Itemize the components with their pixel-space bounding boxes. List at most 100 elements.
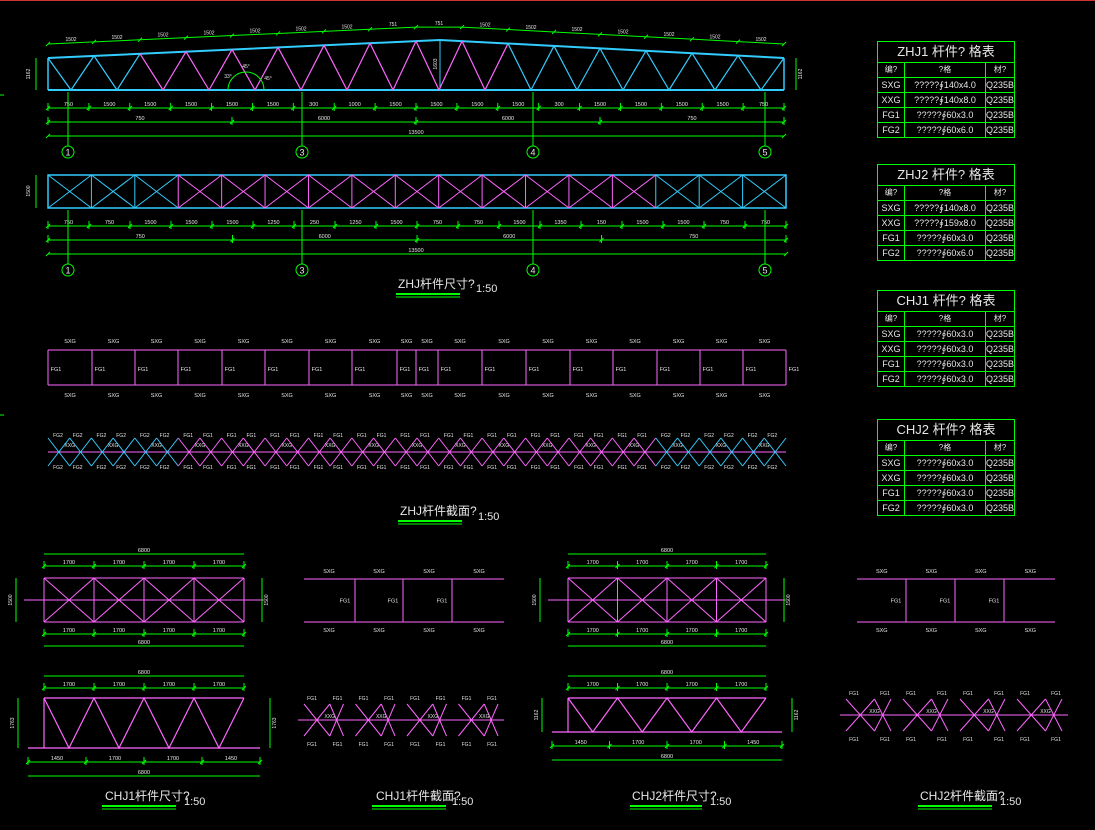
top-dim-text: 1502 — [157, 33, 168, 39]
fg1-label: FG1 — [95, 367, 106, 373]
zhj-size-title-block: ZHJ杆件尺寸? 1:50 — [396, 277, 497, 298]
dim-tick — [551, 29, 557, 35]
fg-label: FG1 — [507, 433, 517, 439]
xxg-label: XXG — [926, 709, 937, 715]
chj-elev-bottom-text: 1700 — [109, 756, 121, 762]
axis-label: 3 — [299, 148, 304, 158]
fg1-label: FG1 — [441, 367, 452, 373]
sxg-label: SXG — [325, 393, 337, 399]
axis-label: 4 — [530, 266, 535, 276]
fg-label: FG1 — [464, 433, 474, 439]
top-dim-line — [507, 29, 555, 33]
chj1-size-title: CHJ1杆件尺寸? — [105, 789, 190, 803]
plan-dim-text: 1500 — [636, 220, 648, 226]
sxg-label: SXG — [108, 393, 120, 399]
web-diagonal — [300, 45, 325, 91]
plan-dim-text: 1250 — [267, 220, 279, 226]
fg-label: FG2 — [140, 433, 150, 439]
plan-dim-text: 1500 — [226, 220, 238, 226]
plan-brace — [742, 174, 787, 209]
bottom-dim-text: 1500 — [144, 102, 156, 108]
fg-label: FG1 — [1020, 737, 1030, 743]
xxg-label: XXG — [869, 709, 880, 715]
sxg-label: SXG — [401, 393, 413, 399]
angle-text: 45° — [242, 64, 250, 70]
web-diagonal — [507, 43, 532, 91]
sxg-label: SXG — [454, 339, 466, 345]
xxg-label: XXG — [542, 443, 553, 449]
fg-label: FG1 — [357, 433, 367, 439]
fg-label: FG1 — [550, 433, 560, 439]
dim-tick — [414, 237, 420, 243]
sxg-label: SXG — [586, 339, 598, 345]
fg-label: FG1 — [436, 696, 446, 702]
sxg-label: SXG — [759, 393, 771, 399]
web-diagonal — [530, 45, 555, 91]
chj-height-text: 1500 — [786, 594, 792, 605]
zigzag — [1045, 698, 1063, 732]
fg-label: FG1 — [377, 465, 387, 471]
dim-tick — [373, 223, 379, 229]
zhj-section-title-block: ZHJ杆件截面? 1:50 — [398, 504, 499, 525]
web-diagonal — [185, 51, 210, 91]
sxg-label: SXG — [542, 339, 554, 345]
table-cell: ?????∮60x3.0 — [905, 327, 986, 341]
plan-brace — [264, 174, 309, 209]
xxg-label: XXG — [64, 443, 75, 449]
zhj-section-title: ZHJ杆件截面? — [400, 504, 477, 518]
chj-dim-text: 1700 — [735, 560, 747, 566]
sxg-label: SXG — [281, 393, 293, 399]
brace — [567, 577, 618, 623]
zigzag — [988, 698, 1006, 732]
bottom-dim2-text: 750 — [135, 116, 144, 122]
head-spec: ?格 — [905, 63, 986, 77]
plan-brace — [91, 174, 136, 209]
chj1-section-title-block: CHJ1杆件截面? 1:50 — [372, 789, 473, 810]
web-diagonal — [553, 45, 578, 91]
plan-dim-text: 1500 — [390, 220, 402, 226]
xxg-label: XXG — [108, 443, 119, 449]
bottom-dim-text: 1500 — [635, 102, 647, 108]
plan-dim-text: 750 — [105, 220, 114, 226]
top-dim-line — [599, 33, 647, 38]
fg-label: FG1 — [1051, 737, 1061, 743]
sxg-label: SXG — [238, 339, 250, 345]
plan-brace — [47, 174, 92, 209]
table-cell: Q235B — [986, 125, 1014, 135]
bottom-dim-text: 1500 — [103, 102, 115, 108]
fg-label: FG1 — [994, 737, 1004, 743]
dim-tick — [740, 105, 746, 111]
chj-total-text: 6800 — [138, 640, 150, 646]
axis-label: 1 — [65, 266, 70, 276]
chj1-spec-title: CHJ1 杆件? 格表 — [878, 291, 1014, 312]
web-diagonal — [415, 40, 440, 91]
dim-tick — [45, 251, 51, 257]
xxg-label: XXG — [455, 443, 466, 449]
zigzag — [329, 437, 353, 467]
dim-tick — [699, 105, 705, 111]
plan-brace — [698, 174, 743, 209]
fg-label: FG1 — [880, 737, 890, 743]
chj-side-text: 1162 — [794, 709, 800, 720]
xxg-label: XXG — [281, 443, 292, 449]
zigzag — [438, 437, 461, 467]
table-cell: ?????∮60x3.0 — [905, 231, 986, 245]
web-diagonal — [254, 47, 279, 91]
chj2-size-title-block: CHJ2杆件尺寸? 1:50 — [630, 789, 731, 810]
chj-total-text: 6800 — [138, 548, 150, 554]
sxg-label: SXG — [716, 393, 728, 399]
top-dim-line — [185, 35, 233, 39]
dim-tick — [714, 685, 719, 691]
zigzag — [308, 437, 331, 467]
table-cell: Q235B — [986, 359, 1014, 369]
fg-label: FG1 — [1051, 691, 1061, 697]
angle-text: 45° — [264, 76, 272, 82]
chj-elev-bottom-text: 1700 — [167, 756, 179, 762]
web-diagonal — [668, 52, 693, 91]
zigzag — [1016, 698, 1046, 732]
